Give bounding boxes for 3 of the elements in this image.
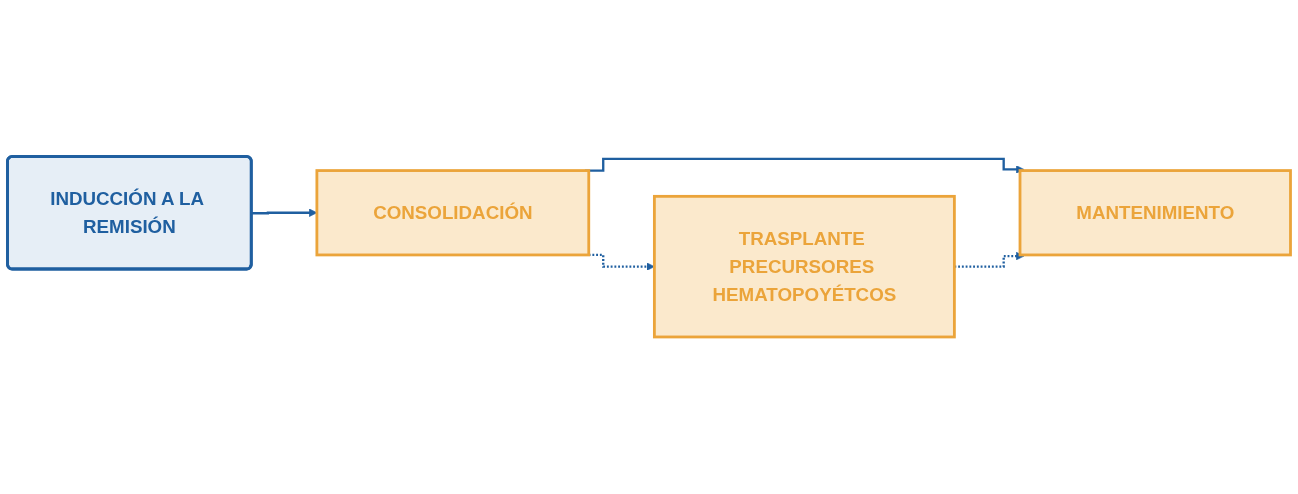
node-box: MANTENIMIENTO [1018,169,1292,257]
node-box: CONSOLIDACIÓN [315,169,591,257]
node-box: TRASPLANTE PRECURSORES HEMATOPOYÉTCOS [652,195,956,339]
